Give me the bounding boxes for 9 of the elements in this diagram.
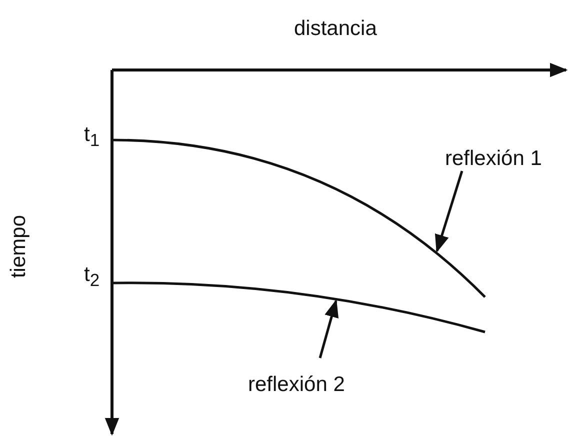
curve-label: reflexión 1 (445, 148, 542, 169)
time-mark: t$_{2}$ (84, 264, 100, 290)
time-mark: t$_{1}$ (84, 124, 100, 150)
leader-arrow (434, 170, 464, 253)
axis-title: distancia (294, 18, 377, 39)
leader-arrow (318, 299, 339, 358)
axis-title: tiempo (8, 215, 29, 278)
curve-label: reflexión 2 (248, 374, 345, 395)
reflection-curve (112, 282, 486, 334)
